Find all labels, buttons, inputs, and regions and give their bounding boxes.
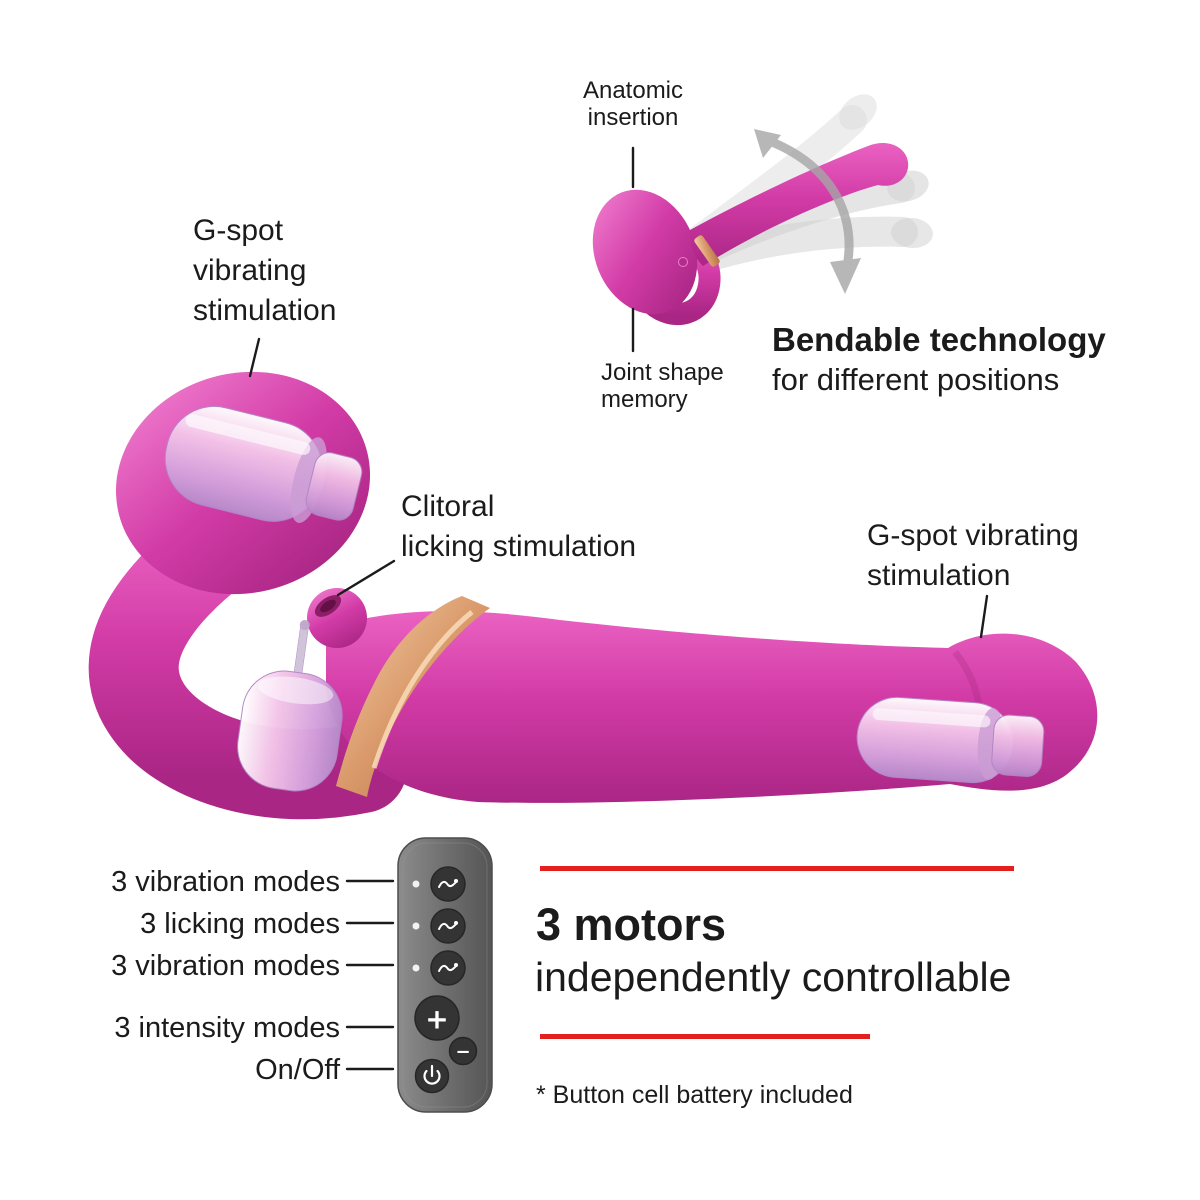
motor-left-bulb [164,405,363,523]
plus-icon: + [425,1003,448,1036]
motor-shaft [856,696,1045,784]
vibration-mode-button-2 [430,950,466,986]
feature-intensity-modes: 3 intensity modes [114,1012,340,1044]
main-product [88,371,1098,820]
bendable-technology-subtitle: for different positions [772,362,1060,397]
wave-icon [438,921,458,930]
callout-gspot-right [979,594,989,639]
wave-icon [438,963,458,972]
label-line: vibrating [193,254,307,287]
small-rose-gold-band [694,235,720,267]
callout-lines [248,146,989,1071]
small-power-dot [678,257,688,267]
label-line: insertion [587,104,679,131]
small-shaft [690,143,909,266]
motor-lower-arm [237,620,343,792]
label-line: stimulation [193,294,337,327]
label-line: Clitoral [401,490,495,523]
red-line-top [540,866,1014,871]
battery-note: * Button cell battery included [536,1081,853,1109]
label-joint-shape-memory: Joint shape memory [601,359,724,413]
label-line: licking stimulation [401,530,637,563]
feature-on-off: On/Off [255,1054,340,1086]
bendable-figure [592,94,933,326]
callout-gspot-left [248,337,261,378]
rose-gold-band [336,596,490,797]
minus-icon: − [455,1042,470,1063]
remote-indicator-dot [412,964,420,972]
feature-licking-modes: 3 licking modes [140,908,340,940]
small-insertion-bulb [592,189,698,315]
label-line: G-spot vibrating [867,519,1079,552]
intensity-plus-button: + [414,995,460,1041]
red-line-bottom [540,1034,870,1039]
label-clitoral-licking: Clitoral licking stimulation [401,487,636,567]
remote-indicator-dot [412,922,420,930]
remote-control: + − [397,837,493,1113]
intensity-minus-button: − [448,1036,478,1066]
label-line: stimulation [867,559,1011,592]
callout-clitoral [336,559,396,597]
label-gspot-left: G-spot vibrating stimulation [193,211,336,331]
motors-subtitle: independently controllable [535,954,1012,1000]
bend-arrow [754,129,861,294]
licking-mode-button [430,908,466,944]
label-line: G-spot [193,214,284,247]
power-button [414,1058,450,1094]
power-icon [423,1064,441,1085]
label-line: memory [601,386,688,413]
clitoral-stimulator [307,588,367,648]
label-line: Anatomic [582,77,684,104]
remote-indicator-dot [412,880,420,888]
label-anatomic-insertion: Anatomic insertion [543,77,723,131]
red-underlines [540,866,1014,1039]
vibration-mode-button [430,866,466,902]
rose-gold-highlight [371,610,474,769]
feature-vibration-modes-2: 3 vibration modes [111,950,340,982]
feature-vibration-modes-1: 3 vibration modes [111,866,340,898]
label-gspot-right: G-spot vibrating stimulation [867,516,1079,596]
wave-icon [438,879,458,888]
label-line: Joint shape [601,359,724,386]
motors-title: 3 motors [536,899,727,950]
bendable-technology-title: Bendable technology [772,321,1106,358]
